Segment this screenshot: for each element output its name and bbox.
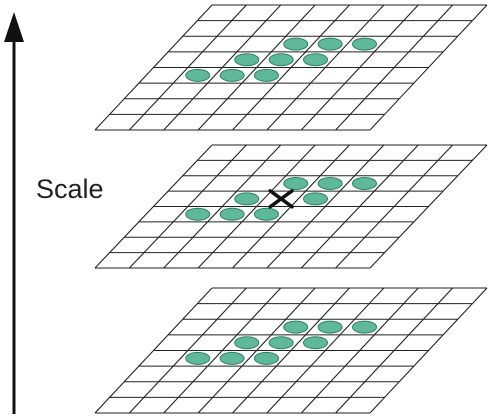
neighbor-sample bbox=[234, 192, 260, 206]
neighbor-sample bbox=[219, 351, 245, 365]
layers bbox=[94, 4, 488, 414]
grid-col-line bbox=[94, 144, 213, 269]
x-marker-stroke bbox=[268, 189, 294, 209]
grid-col-line bbox=[197, 4, 316, 131]
grid-col-line bbox=[300, 287, 419, 414]
grid-col-line bbox=[197, 144, 316, 269]
grid-col-line bbox=[300, 4, 419, 131]
grid-col-line bbox=[266, 144, 385, 269]
grid-col-line bbox=[163, 287, 282, 414]
grid-col-line bbox=[163, 4, 282, 131]
grid-col-line bbox=[266, 287, 385, 414]
neighbor-sample bbox=[185, 207, 211, 221]
neighbor-sample bbox=[268, 336, 294, 350]
scale-axis-arrowhead bbox=[4, 12, 24, 42]
grid-col-line bbox=[163, 144, 282, 269]
neighbor-sample bbox=[185, 351, 211, 365]
grid-col-line bbox=[335, 144, 454, 269]
neighbor-sample bbox=[234, 336, 260, 350]
neighbor-sample bbox=[254, 351, 279, 365]
neighbor-sample bbox=[254, 68, 279, 82]
grid-bottom bbox=[94, 287, 488, 414]
grid-col-line bbox=[369, 144, 488, 269]
neighbor-sample bbox=[283, 320, 309, 334]
neighbor-sample bbox=[303, 336, 328, 350]
grid-col-line bbox=[94, 4, 213, 131]
grid-col-line bbox=[128, 287, 247, 414]
neighbor-sample bbox=[219, 207, 245, 221]
neighbor-sample bbox=[254, 207, 279, 221]
neighbor-sample bbox=[352, 37, 377, 51]
grid-top bbox=[94, 4, 488, 131]
neighbor-sample bbox=[303, 192, 328, 206]
neighbor-sample bbox=[317, 320, 343, 334]
grid-col-line bbox=[266, 4, 385, 131]
neighbor-sample bbox=[283, 37, 309, 51]
grid-col-line bbox=[232, 287, 350, 414]
neighbor-sample bbox=[268, 53, 294, 67]
neighbor-sample bbox=[352, 320, 377, 334]
grid-col-line bbox=[94, 287, 213, 414]
layer-bottom bbox=[94, 287, 488, 414]
grid-col-line bbox=[232, 4, 350, 131]
neighbor-sample bbox=[234, 53, 260, 67]
grid-col-line bbox=[369, 4, 488, 131]
grid-col-line bbox=[335, 4, 454, 131]
layer-middle bbox=[94, 144, 488, 269]
center-sample-x-marker bbox=[268, 189, 294, 209]
grid-col-line bbox=[197, 287, 316, 414]
grid-middle bbox=[94, 144, 488, 269]
neighbor-sample bbox=[317, 37, 343, 51]
neighbor-sample bbox=[185, 68, 211, 82]
neighbor-sample bbox=[352, 176, 377, 190]
scale-axis: Scale bbox=[4, 12, 104, 414]
grid-col-line bbox=[335, 287, 454, 414]
grid-col-line bbox=[300, 144, 419, 269]
neighbor-sample bbox=[283, 176, 309, 190]
grid-col-line bbox=[369, 287, 488, 414]
layer-top bbox=[94, 4, 488, 131]
neighbor-sample bbox=[317, 176, 343, 190]
scale-label: Scale bbox=[36, 174, 104, 204]
grid-col-line bbox=[128, 4, 247, 131]
grid-col-line bbox=[128, 144, 247, 269]
neighbor-sample bbox=[219, 68, 245, 82]
neighbor-sample bbox=[303, 53, 328, 67]
